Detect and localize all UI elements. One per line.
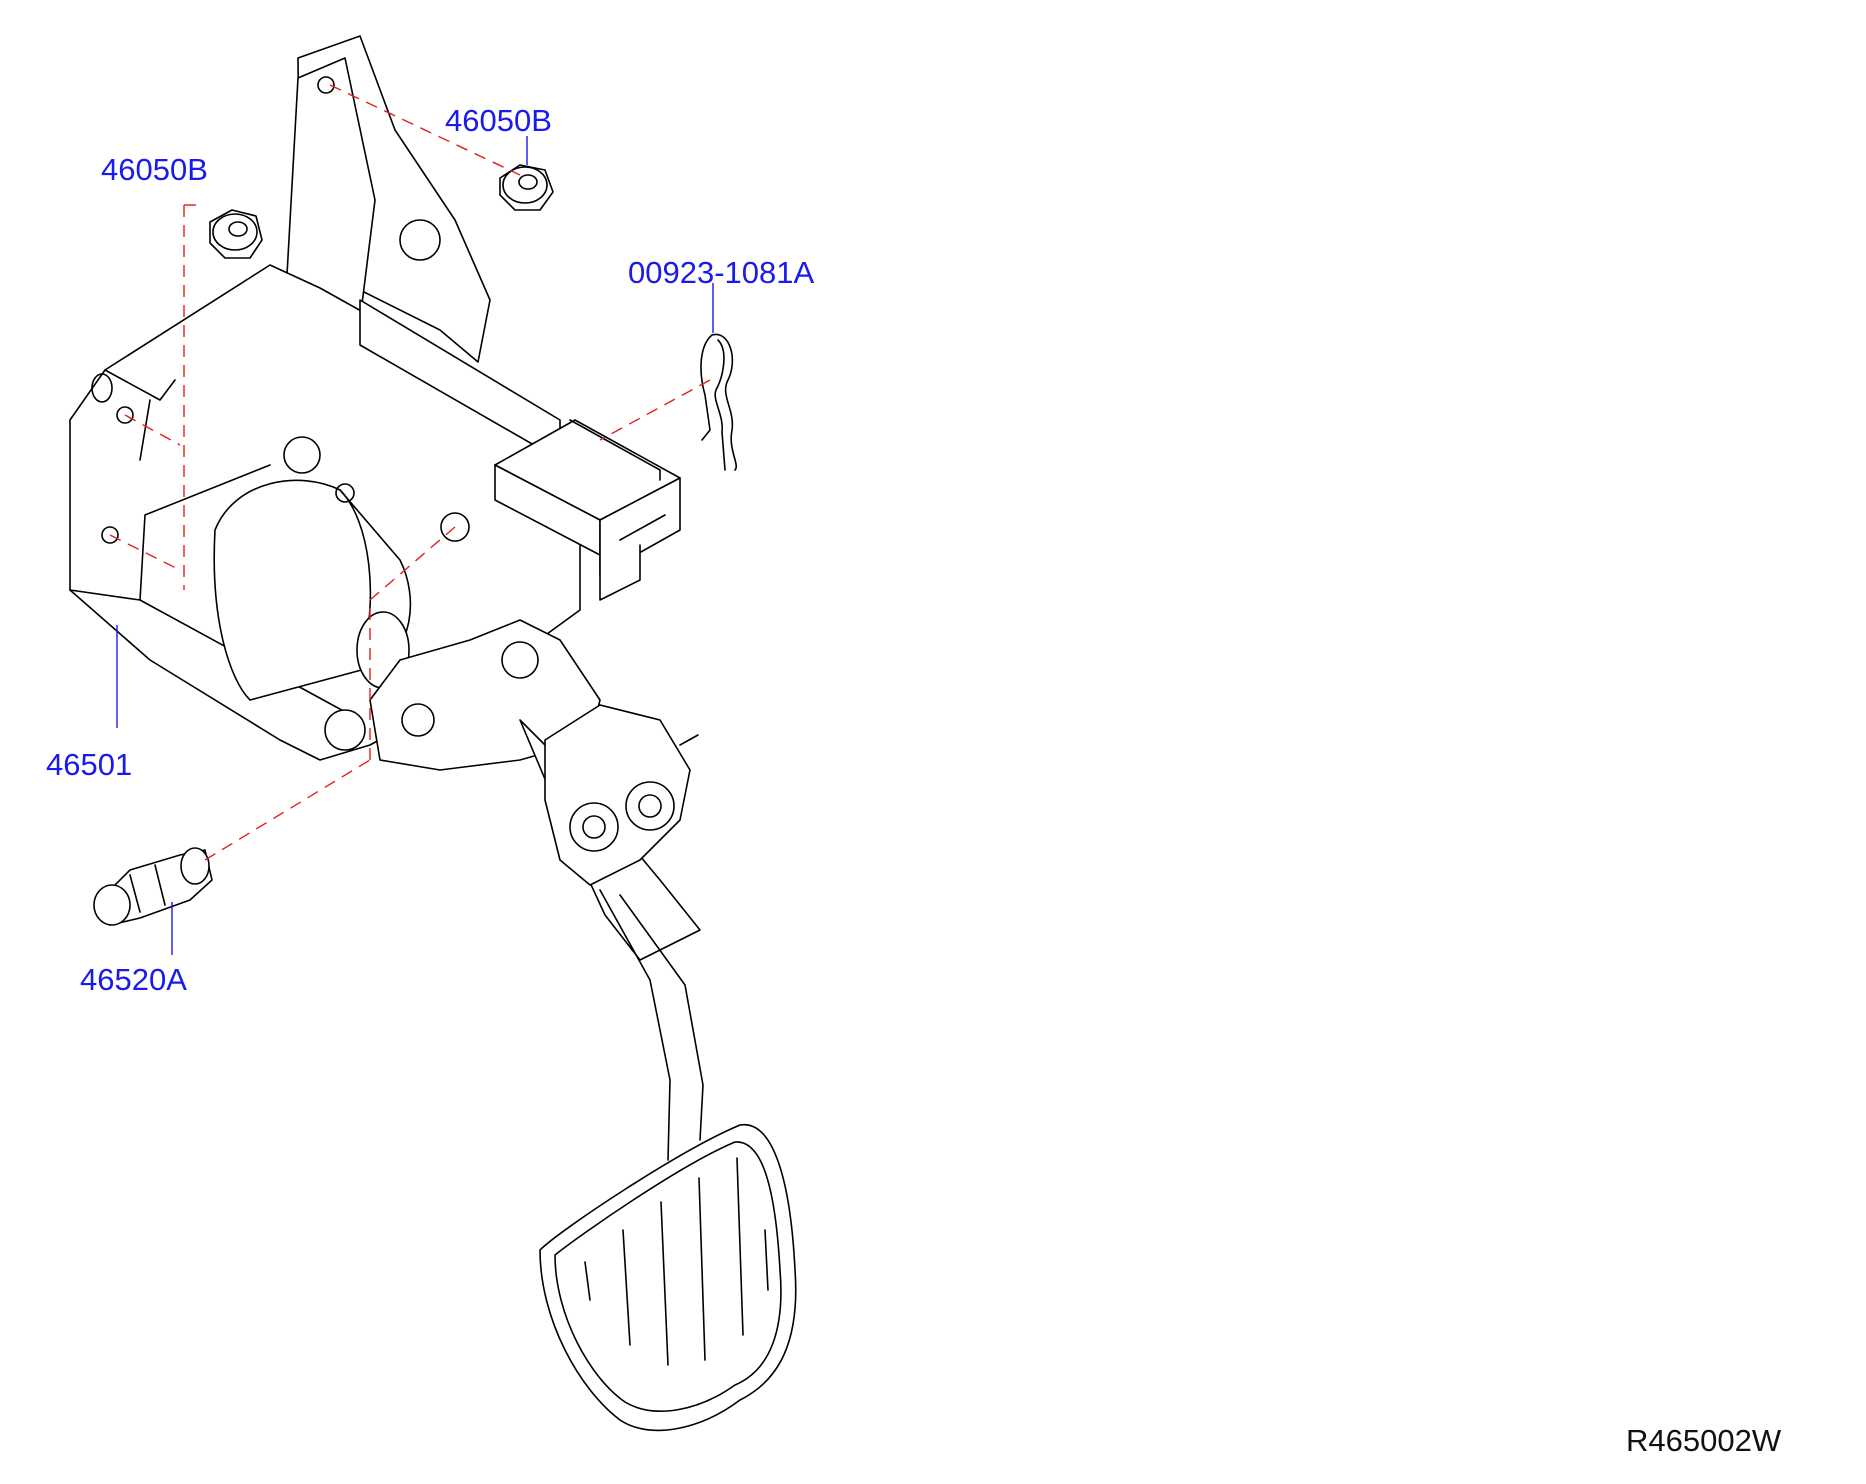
assembly-lines <box>109 84 711 861</box>
pedal-arm <box>519 704 797 1432</box>
stopper-switch <box>93 847 213 926</box>
label-nut-top: 46050B <box>445 103 552 138</box>
nut-left <box>209 209 263 259</box>
label-pedal-assembly: 46501 <box>46 747 132 782</box>
clip <box>700 333 737 471</box>
leader-lines <box>116 136 714 955</box>
diagram-reference-code: R465002W <box>1626 1423 1782 1458</box>
connector-block <box>359 299 681 601</box>
label-stopper-switch: 46520A <box>80 962 187 997</box>
label-nut-left: 46050B <box>101 152 208 187</box>
nut-top <box>499 164 554 211</box>
label-clip: 00923-1081A <box>628 255 814 290</box>
